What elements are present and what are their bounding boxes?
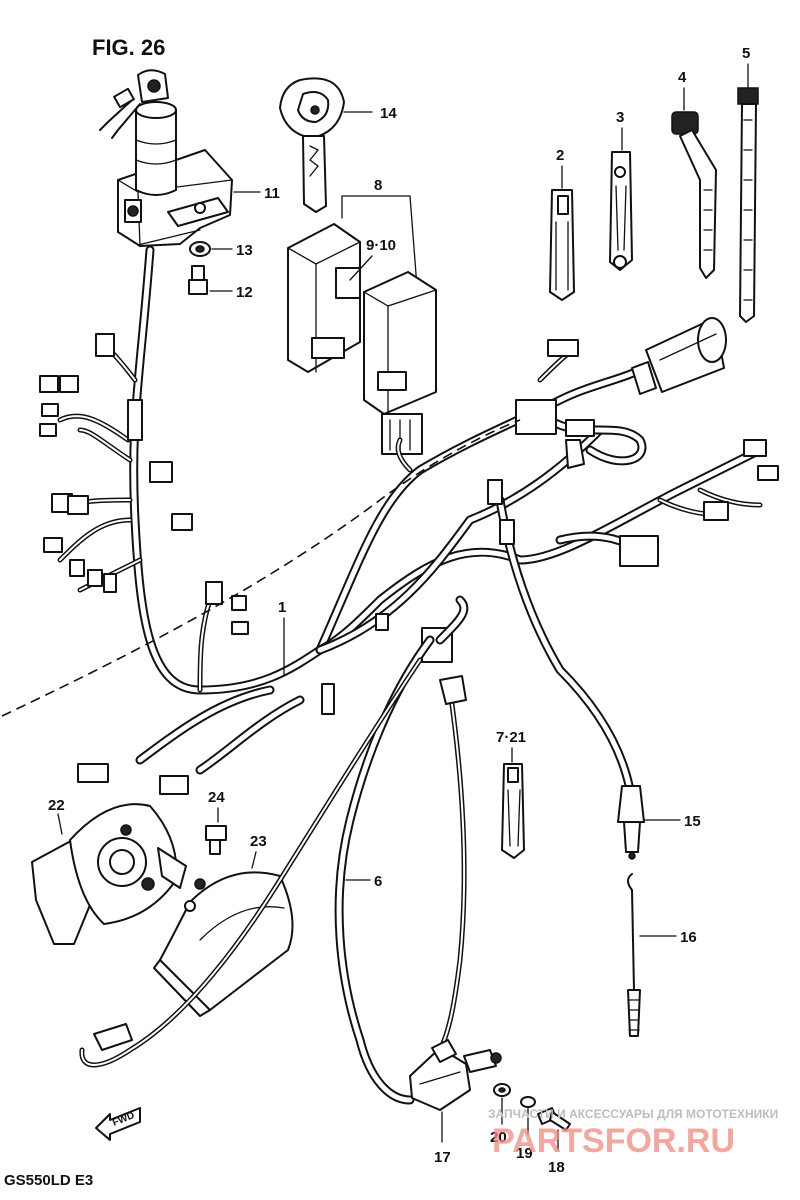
callout-7-21: 7·21	[496, 729, 526, 746]
callout-17: 17	[434, 1149, 451, 1166]
clamp-7-21	[501, 763, 525, 859]
watermark-line2: PARTSFOR.RU	[492, 1122, 735, 1160]
callout-14: 14	[380, 105, 397, 122]
callout-3: 3	[616, 109, 624, 126]
callout-12: 12	[236, 284, 253, 301]
sensor-15	[617, 785, 645, 860]
callout-6: 6	[374, 873, 382, 890]
callout-13: 13	[236, 242, 253, 259]
switch-17	[409, 1039, 502, 1111]
callout-23: 23	[250, 833, 267, 850]
cable-tie-4	[671, 111, 717, 279]
callout-16: 16	[680, 929, 697, 946]
figure-title: FIG. 26	[92, 35, 165, 60]
callout-19: 19	[516, 1145, 533, 1162]
callout-1: 1	[278, 599, 286, 616]
washer-13	[189, 241, 211, 257]
callout-18: 18	[548, 1159, 565, 1176]
harness-connectors	[39, 333, 779, 795]
washer-20	[493, 1083, 511, 1097]
relay-b	[363, 271, 437, 455]
rod-16	[627, 873, 641, 1037]
callout-8: 8	[374, 177, 382, 194]
clamp-2	[549, 189, 575, 301]
horn-22	[31, 803, 187, 945]
callout-9-10: 9·10	[366, 237, 396, 254]
starter-solenoid	[631, 317, 727, 395]
callout-4: 4	[678, 69, 687, 86]
cable-tie-5	[737, 87, 759, 323]
fwd-arrow-icon: FWD	[95, 1107, 141, 1141]
callout-2: 2	[556, 147, 564, 164]
callout-5: 5	[742, 45, 750, 62]
horn-23	[153, 871, 294, 1017]
ignition-switch	[99, 69, 233, 247]
callout-22: 22	[48, 797, 65, 814]
clamp-3	[609, 151, 633, 271]
ignition-key	[279, 77, 345, 213]
reference-dash-line	[1, 419, 521, 717]
relay-a	[287, 223, 361, 373]
callout-24: 24	[208, 789, 225, 806]
wire-6	[79, 595, 469, 1105]
callout-15: 15	[684, 813, 701, 830]
callout-20: 20	[490, 1129, 507, 1146]
bolt-18	[537, 1107, 571, 1131]
bolt-12	[188, 265, 208, 295]
washer-19	[520, 1096, 536, 1108]
bolt-24	[205, 825, 227, 855]
callout-11: 11	[264, 185, 280, 202]
model-label: GS550LD E3	[4, 1172, 93, 1189]
watermark-line1: ЗАПЧАСТИ И АКСЕССУАРЫ ДЛЯ МОТОТЕХНИКИ	[488, 1107, 778, 1121]
